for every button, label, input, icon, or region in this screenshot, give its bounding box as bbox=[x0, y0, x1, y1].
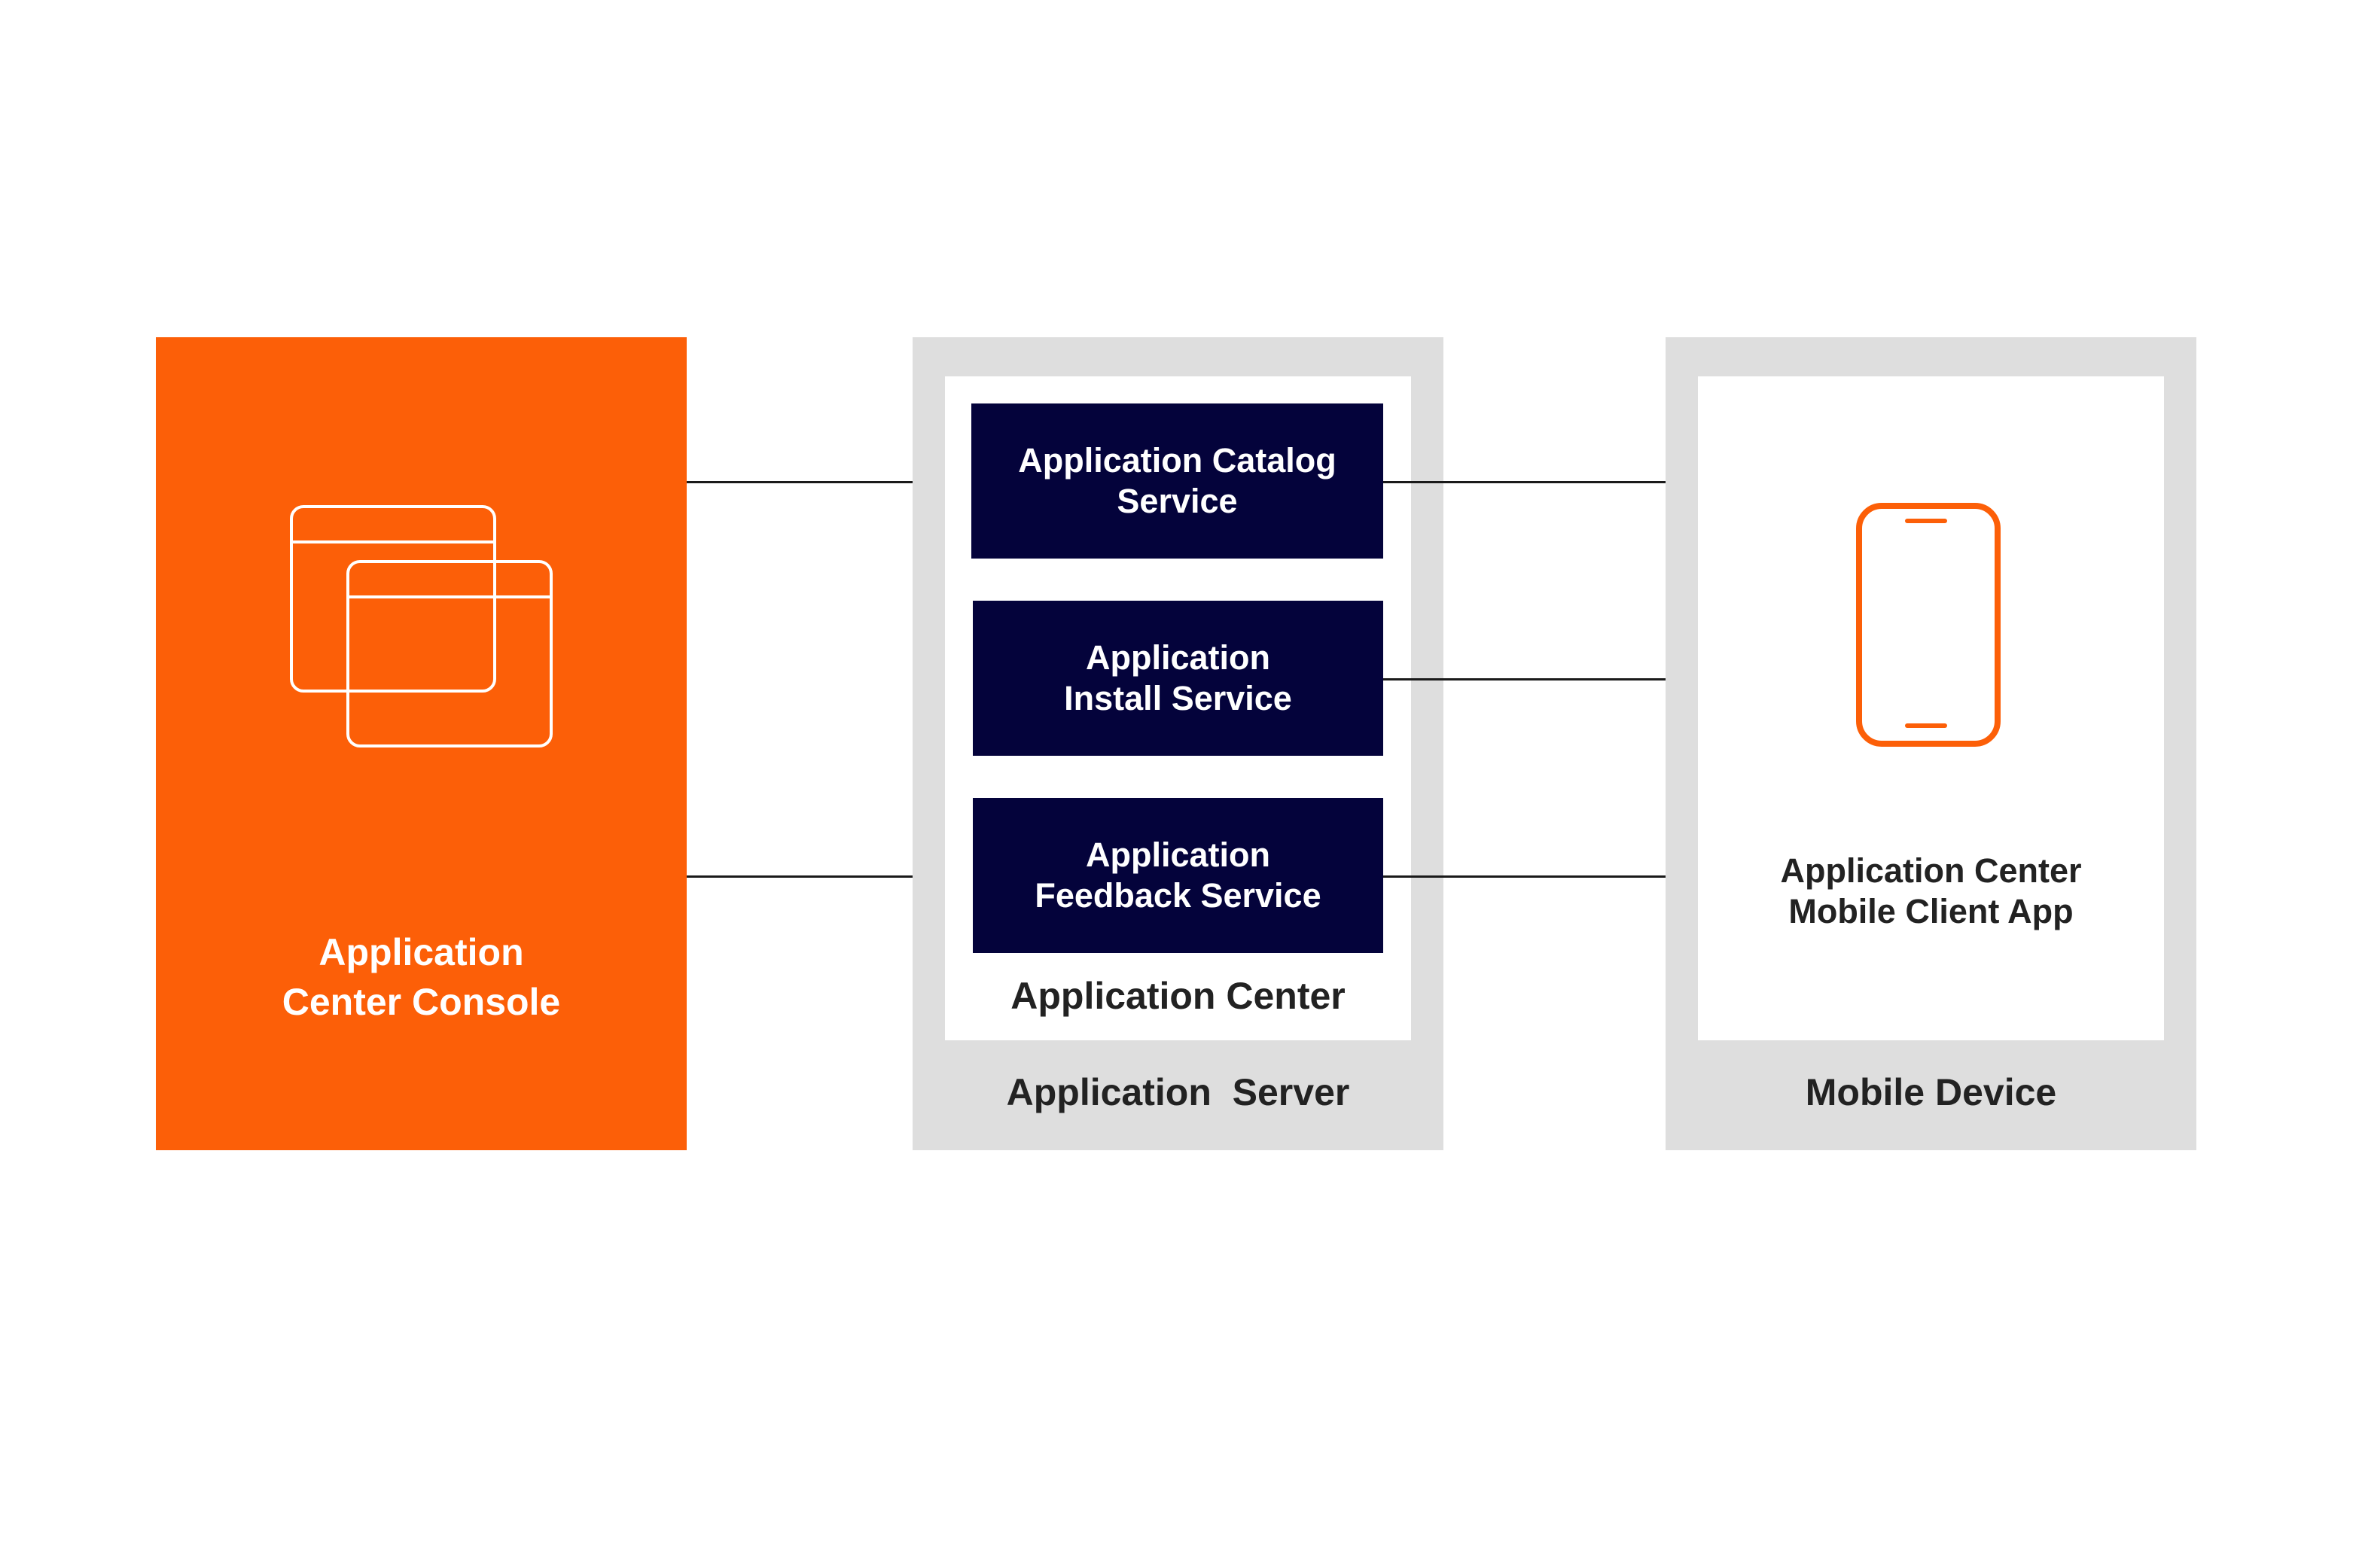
connector-console-feedback bbox=[687, 875, 971, 878]
install-service-box: Application Install Service bbox=[973, 601, 1383, 756]
connector-console-catalog bbox=[687, 481, 971, 483]
application-server-label: Application Server bbox=[1006, 1071, 1350, 1113]
connector-catalog-device bbox=[1383, 481, 1698, 483]
browser-windows-icon bbox=[290, 505, 553, 747]
catalog-service-box: Application Catalog Service bbox=[971, 403, 1383, 559]
connector-install-device bbox=[1383, 678, 1698, 680]
connector-feedback-device bbox=[1383, 875, 1698, 878]
application-center-label: Application Center bbox=[1010, 975, 1346, 1017]
mobile-device-label: Mobile Device bbox=[1805, 1071, 2057, 1113]
mobile-client-app-box bbox=[1698, 376, 2164, 1040]
console-label: Application Center Console bbox=[282, 931, 561, 1023]
application-center-console-box bbox=[156, 337, 687, 1150]
mobile-client-app-label: Application Center Mobile Client App bbox=[1780, 851, 2082, 930]
smartphone-icon bbox=[1856, 503, 2001, 747]
feedback-service-box: Application Feedback Service bbox=[973, 798, 1383, 953]
